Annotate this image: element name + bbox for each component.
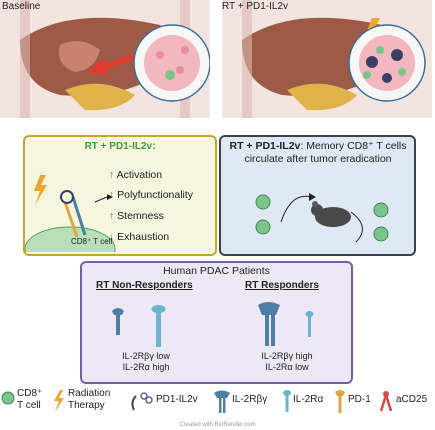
acd25-icon (379, 390, 393, 412)
circulating-cells-illustration (255, 193, 389, 243)
baseline-illustration (0, 0, 210, 118)
legend-label: Therapy (68, 400, 105, 411)
responder-receptors (258, 302, 314, 346)
il2rbg-icon (214, 390, 230, 413)
pd1-il2v-icon (131, 392, 153, 411)
up-arrow-icon: ↑ (109, 169, 115, 181)
treatment-label: RT + PD1-IL2v (222, 1, 289, 12)
footer-credit: Created with BioRender.com (179, 422, 256, 428)
radiation-icon (54, 390, 64, 412)
t-cell-illustration (25, 175, 116, 252)
down-arrow-icon: ↓ (109, 231, 115, 243)
memory-description: RT + PD1-IL2v: Memory CD8⁺ T cells circu… (225, 140, 411, 166)
legend-cd8-t-cell: CD8⁺ T cell (17, 388, 42, 412)
legend-radiation-therapy: Radiation Therapy (68, 388, 110, 412)
baseline-scene: Baseline (0, 0, 210, 118)
legend-il2rbg: IL-2Rβγ (232, 394, 268, 405)
effect-label: Activation (116, 169, 163, 181)
effect-label: Exhaustion (117, 231, 170, 243)
up-arrow-icon: ↑ (109, 210, 115, 222)
effect-exhaustion: ↓ Exhaustion (109, 231, 169, 243)
pd1-icon (335, 390, 345, 413)
effect-stemness: ↑ Stemness (109, 210, 164, 222)
effect-label: Polyfunctionality (117, 189, 194, 201)
memory-prefix: RT + PD1-IL2v (229, 140, 301, 152)
il2ra-icon (283, 390, 291, 412)
non-responder-receptors (112, 305, 166, 347)
marker-il2ra: IL-2Rα low (265, 362, 309, 372)
memory-panel: RT + PD1-IL2v: Memory CD8⁺ T cells circu… (219, 135, 416, 256)
non-responders-markers: IL-2Rβγ low IL-2Rα high (96, 351, 196, 373)
mechanism-title: RT + PD1-IL2v: (84, 141, 156, 152)
legend-acd25: aCD25 (396, 394, 428, 405)
responders-title: RT Responders (245, 280, 319, 291)
legend-il2ra: IL-2Rα (293, 394, 324, 405)
responders-markers: IL-2Rβγ high IL-2Rα low (237, 351, 337, 373)
treatment-illustration (222, 0, 432, 118)
legend-label: CD8⁺ (17, 388, 43, 399)
effect-activation: ↑ Activation (109, 169, 162, 181)
up-arrow-icon: ↑ (109, 189, 115, 201)
effect-label: Stemness (117, 210, 164, 222)
treatment-scene: RT + PD1-IL2v (222, 0, 432, 118)
memory-text: : Memory CD8⁺ T cells circulate after tu… (244, 140, 407, 165)
marker-il2rbg: IL-2Rβγ low (122, 351, 170, 361)
legend: CD8⁺ T cell Radiation Therapy PD1-IL2v I… (0, 388, 435, 418)
legend-label: Radiation (68, 388, 111, 399)
pdac-title: Human PDAC Patients (163, 265, 270, 277)
legend-pd1-il2v: PD1-IL2v (156, 394, 198, 405)
effect-polyfunctionality: ↑ Polyfunctionality (109, 189, 193, 201)
cd8-t-cell-icon (1, 391, 15, 405)
marker-il2rbg: IL-2Rβγ high (261, 351, 313, 361)
marker-il2ra: IL-2Rα high (122, 362, 170, 372)
baseline-label: Baseline (2, 1, 41, 12)
legend-pd1: PD-1 (348, 394, 371, 405)
mechanism-panel: RT + PD1-IL2v: ↑ Activation ↑ Polyfuncti… (23, 135, 217, 256)
pdac-panel: Human PDAC Patients RT Non-Responders RT… (80, 261, 353, 384)
legend-label: T cell (17, 400, 41, 411)
non-responders-title: RT Non-Responders (96, 280, 193, 291)
cd8-t-cell-label: CD8⁺ T cell (71, 237, 113, 246)
